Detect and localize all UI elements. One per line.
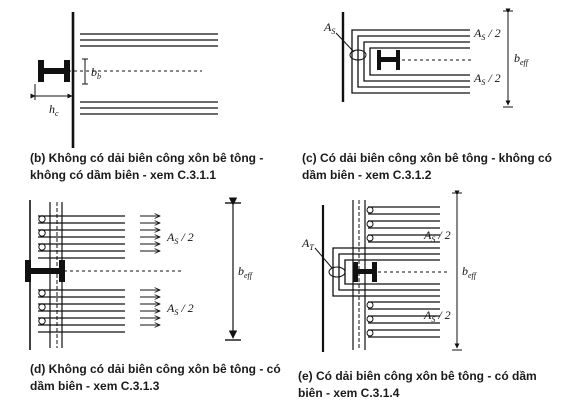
force-arrows-top	[140, 216, 160, 251]
caption-line: dầm biên - xem C.3.1.2	[302, 168, 432, 182]
As-marker-ellipse	[349, 49, 367, 61]
caption-line: không có dầm biên - xem C.3.1.1	[30, 168, 217, 182]
caption-panel-b: (b) Không có dải biên công xôn bê tông -…	[30, 150, 263, 184]
caption-panel-c: (c) Có dải biên công xôn bê tông - không…	[302, 150, 552, 184]
beff-label: beff	[238, 264, 254, 280]
As-label: AS	[323, 20, 335, 36]
bottom-rebar-lines	[368, 301, 440, 338]
As-leader-line	[335, 32, 355, 53]
bb-label: bb	[91, 65, 101, 81]
panel-c-diagram	[335, 8, 513, 108]
caption-line: biên - xem C.3.1.4	[298, 386, 400, 400]
caption-line: (e) Có dải biên công xôn bê tông - có dầ…	[298, 369, 537, 383]
steel-i-beam-icon	[377, 50, 400, 70]
force-arrows-bottom	[140, 290, 160, 325]
bottom-rebar-lines	[38, 289, 125, 333]
hc-label: hc	[49, 102, 59, 118]
u-bar-reinforcement	[351, 29, 470, 94]
As-half-bottom-label: AS / 2	[423, 308, 451, 324]
As-half-bottom-label: AS / 2	[473, 71, 501, 87]
panel-e-diagram	[314, 190, 462, 352]
top-rebar-lines	[80, 33, 218, 47]
caption-line: dầm biên - xem C.3.1.3	[30, 379, 160, 393]
panel-d-diagram	[25, 197, 241, 350]
top-rebar-lines	[38, 215, 125, 259]
top-rebar-lines	[368, 206, 440, 243]
caption-line: (d) Không có dải biên công xôn bê tông -…	[30, 362, 281, 376]
As-half-top-label: AS / 2	[423, 228, 451, 244]
stud-connector-icons	[366, 206, 374, 337]
beff-label: beff	[462, 264, 478, 280]
AT-marker-ellipse	[328, 266, 346, 278]
AT-leader-line	[314, 247, 333, 269]
caption-line: (b) Không có dải biên công xôn bê tông -	[30, 151, 264, 165]
caption-panel-e: (e) Có dải biên công xôn bê tông - có dầ…	[298, 368, 537, 402]
As-half-bottom-label: AS / 2	[166, 301, 194, 317]
panel-b-diagram	[30, 12, 218, 148]
As-half-top-label: AS / 2	[473, 26, 501, 42]
As-half-top-label: AS / 2	[166, 230, 194, 246]
steel-i-beam-icon	[38, 60, 70, 82]
caption-panel-d: (d) Không có dải biên công xôn bê tông -…	[30, 361, 281, 395]
bottom-rebar-lines	[80, 101, 218, 115]
steel-i-beam-icon	[25, 260, 65, 282]
AT-label: AT	[301, 236, 314, 252]
beff-label: beff	[514, 51, 530, 67]
steel-i-beam-icon	[353, 262, 377, 282]
caption-line: (c) Có dải biên công xôn bê tông - không…	[302, 151, 552, 165]
stud-connector-icons	[38, 215, 46, 325]
